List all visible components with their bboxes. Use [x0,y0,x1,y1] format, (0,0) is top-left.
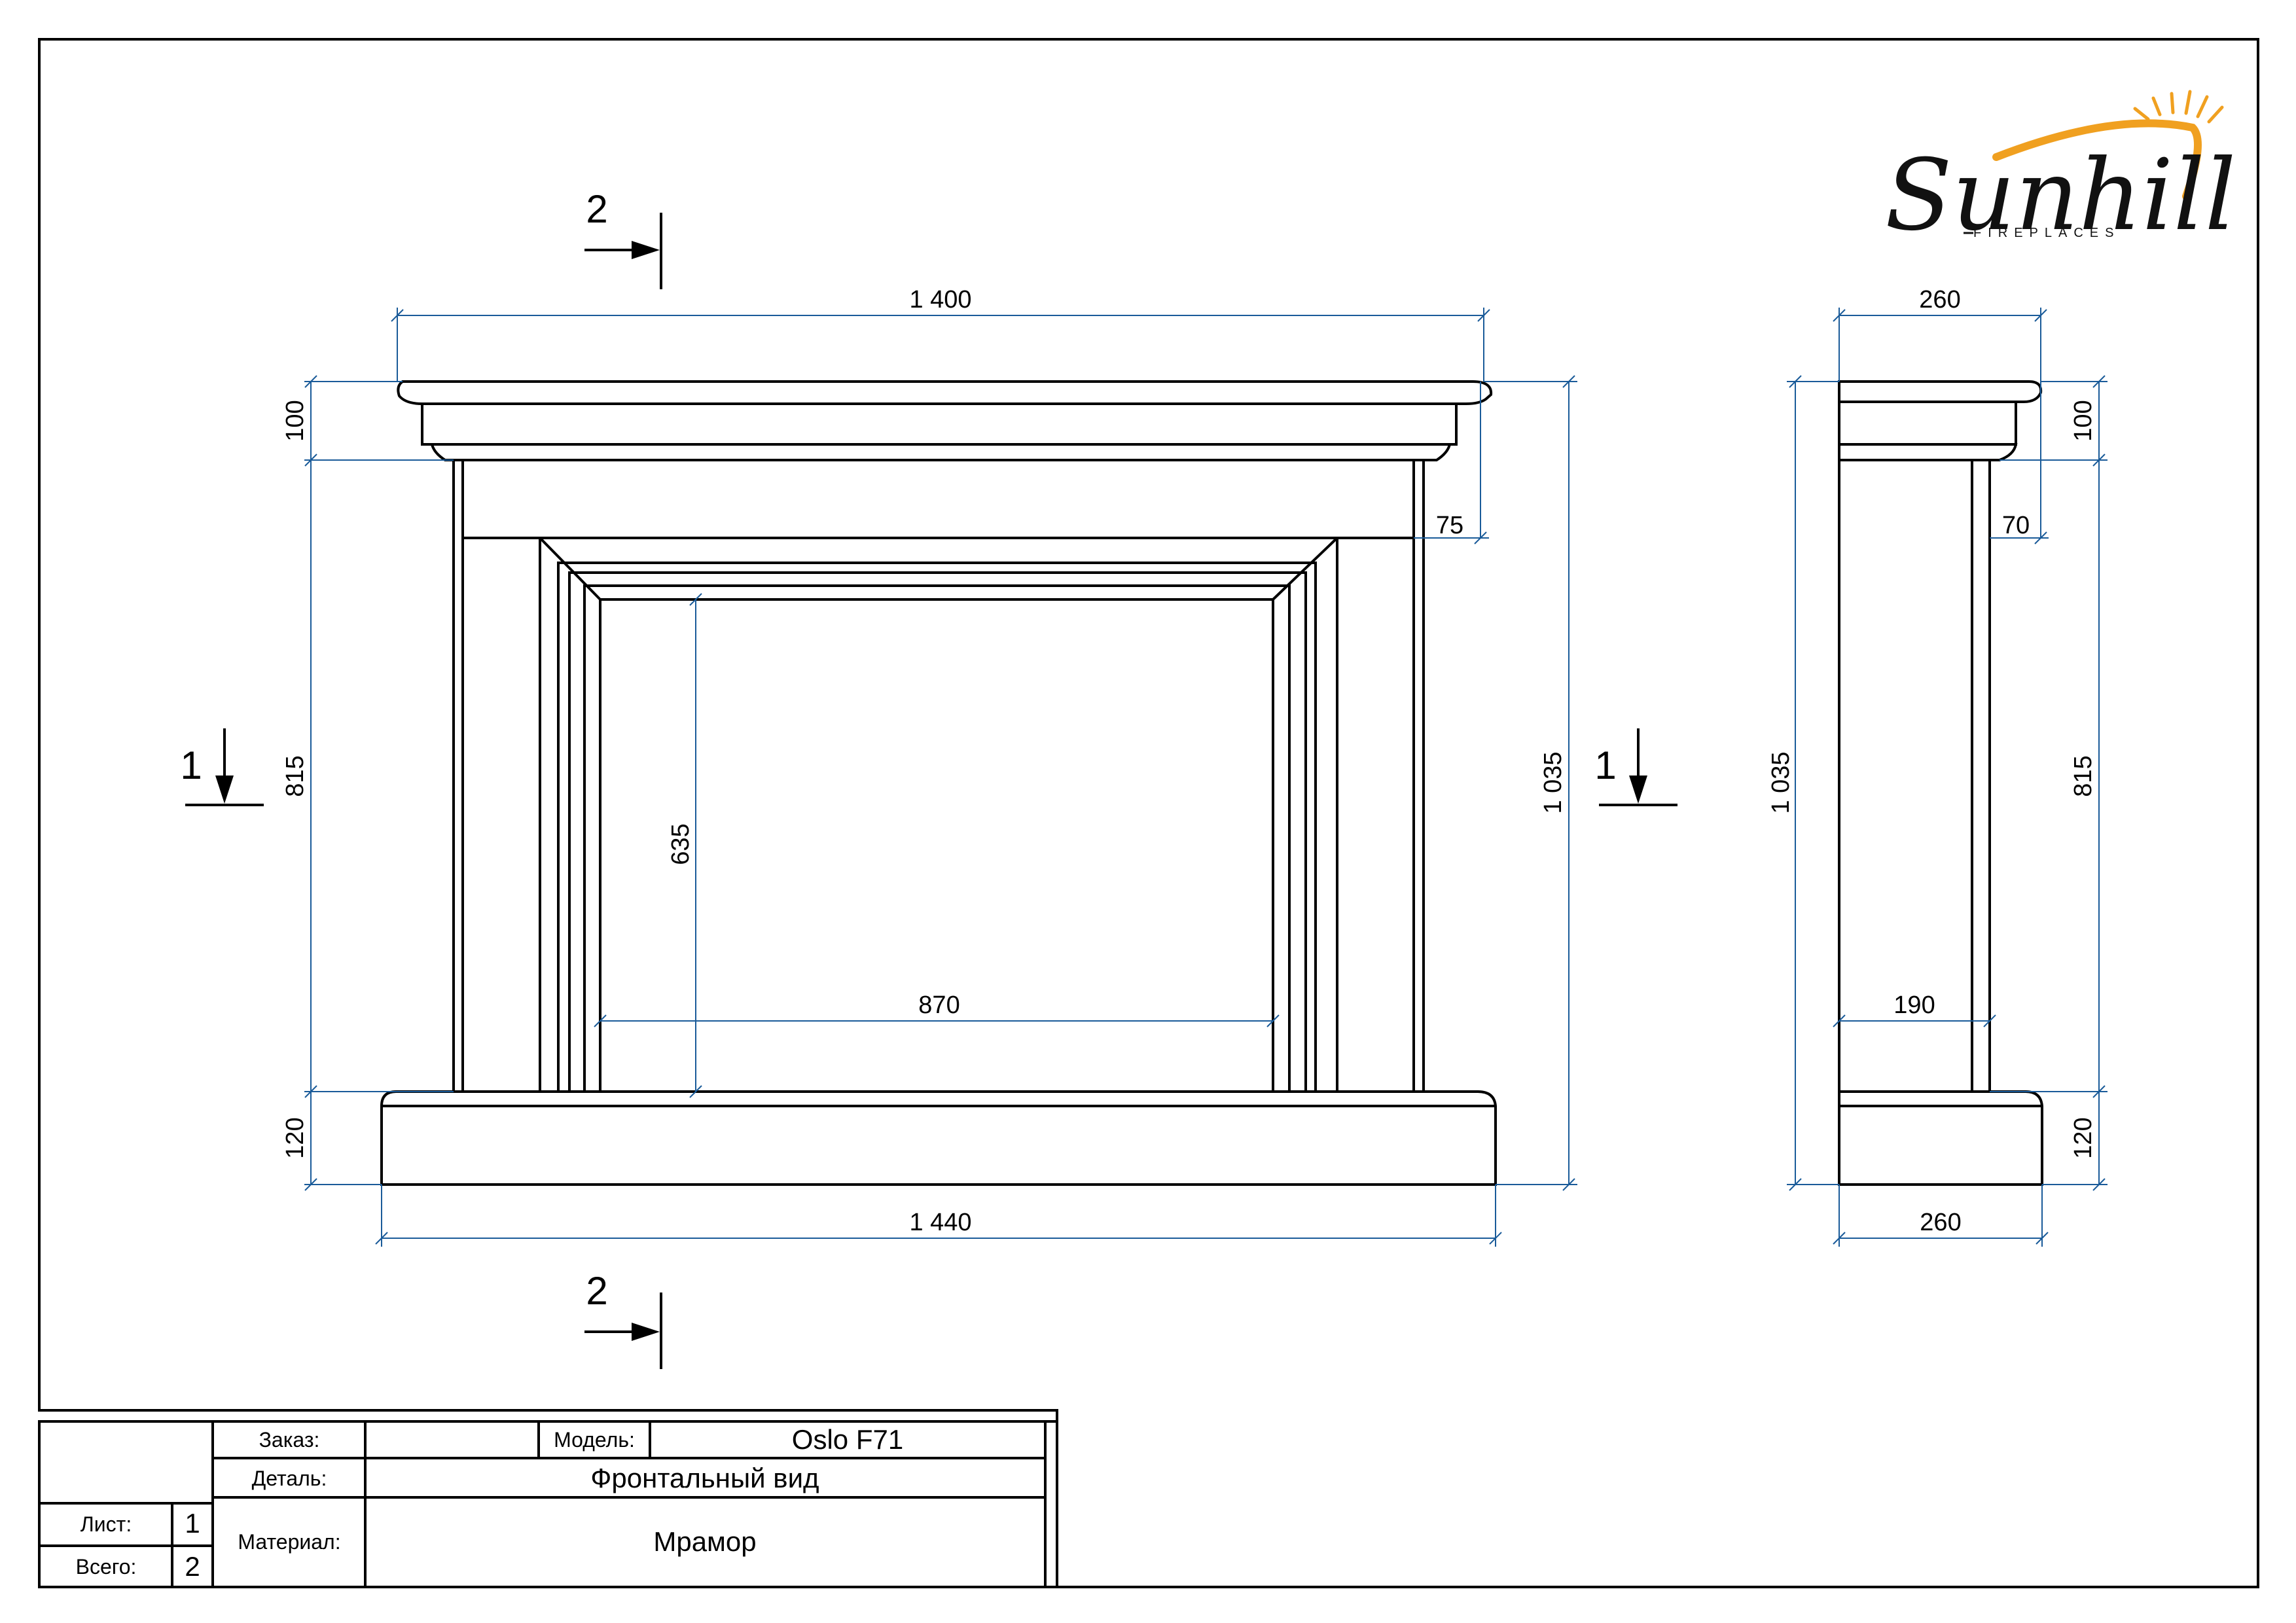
front-dim-opening-width: 870 [594,991,1280,1027]
side-shelf-bead [1838,443,2018,461]
side-dim-bottom-depth: 260 [1833,1185,2049,1247]
material-label: Материал: [238,1530,340,1554]
model-label: Модель: [554,1428,635,1452]
front-view: 1 400 1 440 870 635 [180,187,1677,1369]
sheet-value: 1 [185,1508,200,1539]
svg-text:870: 870 [918,991,960,1019]
svg-text:190: 190 [1893,991,1935,1019]
svg-text:1 440: 1 440 [909,1209,971,1236]
svg-text:2: 2 [586,187,607,231]
side-dim-top-depth: 260 [1833,286,2047,382]
svg-text:1: 1 [180,743,202,787]
svg-text:1: 1 [1594,743,1616,787]
sheet-label: Лист: [81,1512,132,1536]
side-shelf-top [1838,380,2043,403]
section-mark-1-left: 1 [180,728,264,806]
front-dim-frieze: 75 [1414,382,1489,544]
svg-text:635: 635 [667,823,694,865]
front-dim-total-height: 1 035 [1484,375,1577,1191]
svg-text:120: 120 [281,1117,309,1158]
section-mark-2-top: 2 [584,187,662,289]
front-shelf-top [397,380,1493,405]
front-dim-top-width: 1 400 [391,286,1490,382]
svg-text:75: 75 [1436,512,1463,539]
svg-text:260: 260 [1919,286,1960,313]
material-value: Мрамор [653,1526,756,1557]
svg-text:100: 100 [281,400,309,441]
svg-text:815: 815 [281,755,309,796]
detail-label: Деталь: [252,1467,327,1490]
svg-text:1 400: 1 400 [909,286,971,313]
front-shelf-bead [430,443,1452,461]
detail-value: Фронтальный вид [590,1463,819,1493]
side-dim-total-height: 1 035 [1767,375,1839,1191]
front-dim-bottom-width: 1 440 [375,1185,1502,1247]
side-dim-leg-depth: 190 [1833,991,1996,1027]
svg-text:100: 100 [2070,400,2097,441]
sheet-border [38,38,2259,1588]
brand-subtitle: FIREPLACES [1973,226,2120,240]
svg-text:815: 815 [2070,755,2097,796]
section-mark-1-right: 1 [1594,728,1677,806]
svg-text:1 035: 1 035 [1539,751,1567,813]
front-dim-opening-height: 635 [667,593,702,1098]
title-block: Заказ: Модель: Oslo F71 Деталь: Фронталь… [38,1420,1058,1588]
front-shelf-fascia [421,402,1458,446]
order-label: Заказ: [259,1428,320,1452]
total-label: Всего: [76,1555,137,1578]
total-value: 2 [185,1551,200,1582]
brand-name: Sunhill [1885,139,2236,253]
model-value: Oslo F71 [792,1424,903,1455]
svg-text:70: 70 [2002,512,2030,539]
svg-text:1 035: 1 035 [1767,751,1795,813]
sun-rays-icon [2133,90,2224,124]
side-view: 260 260 190 70 1 035 [1767,286,2108,1247]
front-opening-surround [539,537,1338,1092]
svg-text:120: 120 [2070,1117,2097,1158]
svg-text:2: 2 [586,1269,607,1313]
side-dim-right-heights: 100 815 120 [1990,375,2108,1191]
side-dim-frieze: 70 [1990,382,2049,544]
sun-swoosh-icon [1992,119,2202,200]
front-dim-left-heights: 100 815 120 [281,375,454,1191]
side-shelf-fascia [1838,401,2017,446]
section-mark-2-bottom: 2 [584,1269,662,1369]
svg-text:260: 260 [1920,1209,1961,1236]
brand-logo: Sunhill FIREPLACES [1885,90,2236,253]
